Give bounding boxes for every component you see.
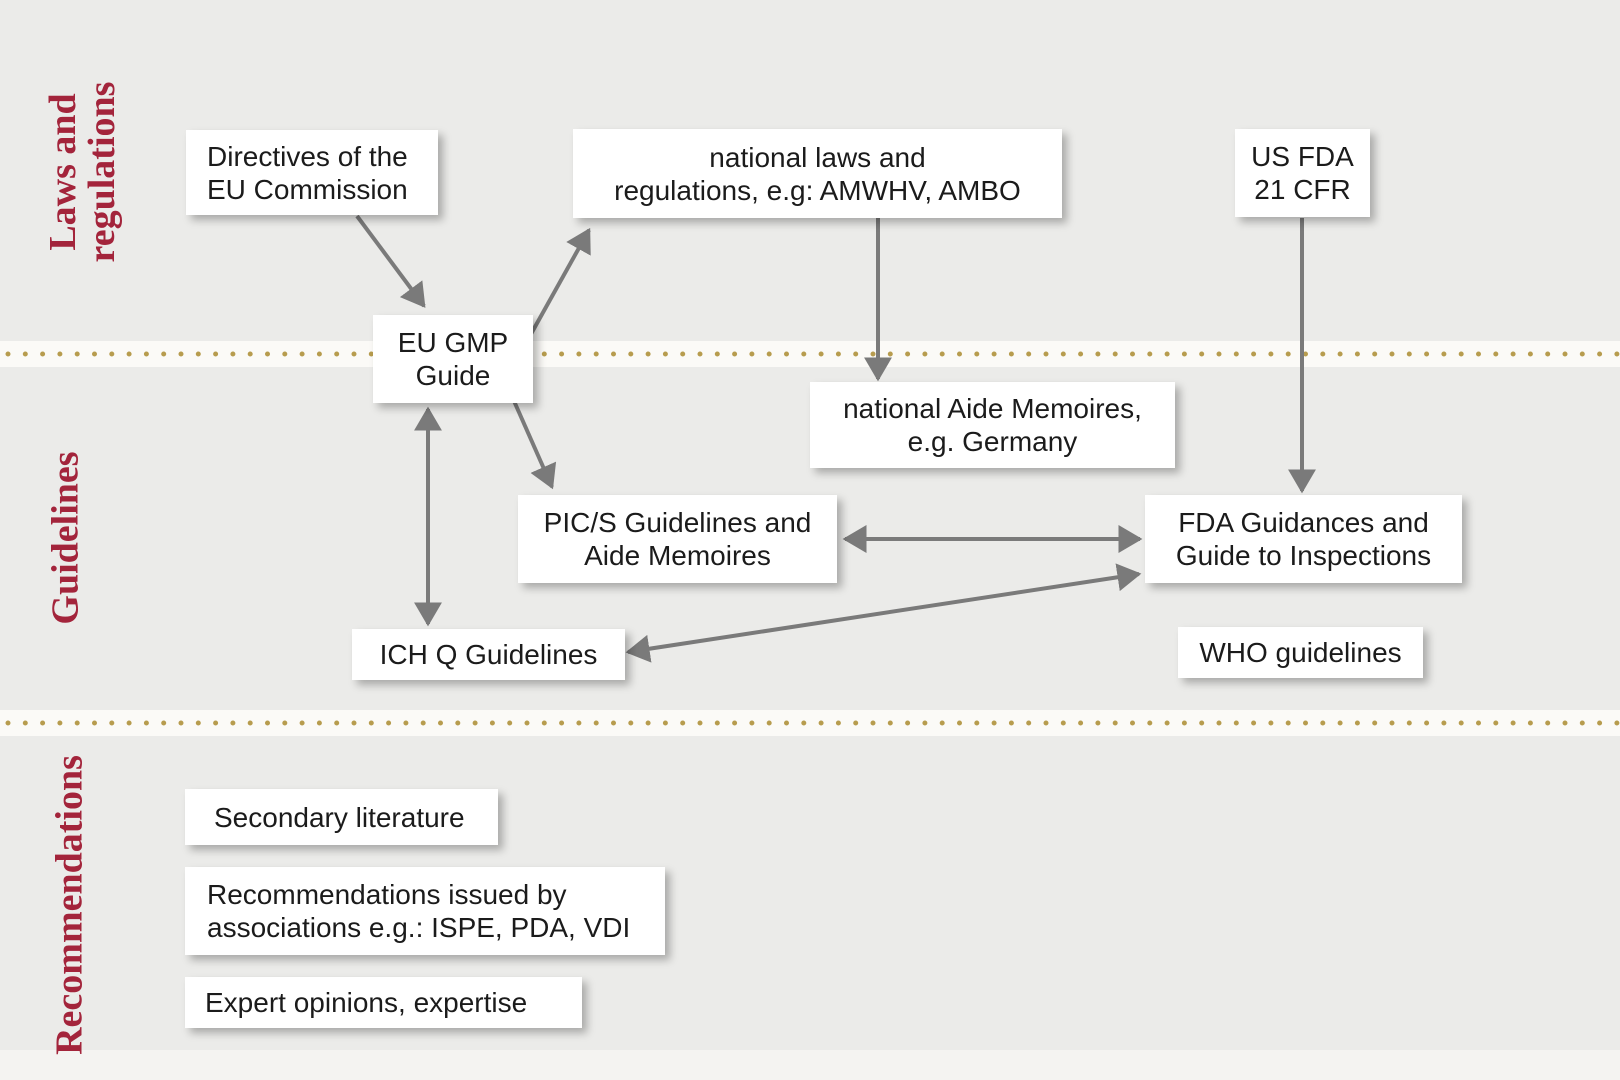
section-label-guidelines: Guidelines <box>44 451 87 625</box>
section-label-recommendations: Recommendations <box>48 755 91 1055</box>
node-directives-eu-commission: Directives of the EU Commission <box>186 130 438 215</box>
arrow-eu-gmp-to-pics <box>512 400 557 490</box>
node-expert-opinions-expertise: Expert opinions, expertise <box>185 977 582 1028</box>
node-ich-q-guidelines: ICH Q Guidelines <box>352 629 625 680</box>
node-fda-guidances-guide-to-inspections: FDA Guidances and Guide to Inspections <box>1145 495 1462 583</box>
node-pics-guidelines-aide-memoires: PIC/S Guidelines and Aide Memoires <box>518 495 837 583</box>
section-label-laws-and-regulations: Laws and regulations <box>42 81 123 263</box>
node-eu-gmp-guide: EU GMP Guide <box>373 315 533 403</box>
node-secondary-literature: Secondary literature <box>185 789 498 845</box>
arrow-eu-gmp-to-national-laws <box>529 227 591 335</box>
node-who-guidelines: WHO guidelines <box>1178 627 1423 678</box>
footer-strip <box>0 1050 1620 1080</box>
arrow-ich-q-fda-bidirectional <box>625 563 1142 663</box>
node-us-fda-21-cfr: US FDA 21 CFR <box>1235 129 1370 217</box>
arrow-directives-to-eu-gmp <box>355 214 426 308</box>
node-national-aide-memoires: national Aide Memoires, e.g. Germany <box>810 382 1175 468</box>
node-association-recommendations: Recommendations issued by associations e… <box>185 867 665 955</box>
node-national-laws-regulations: national laws and regulations, e.g: AMWH… <box>573 129 1062 218</box>
